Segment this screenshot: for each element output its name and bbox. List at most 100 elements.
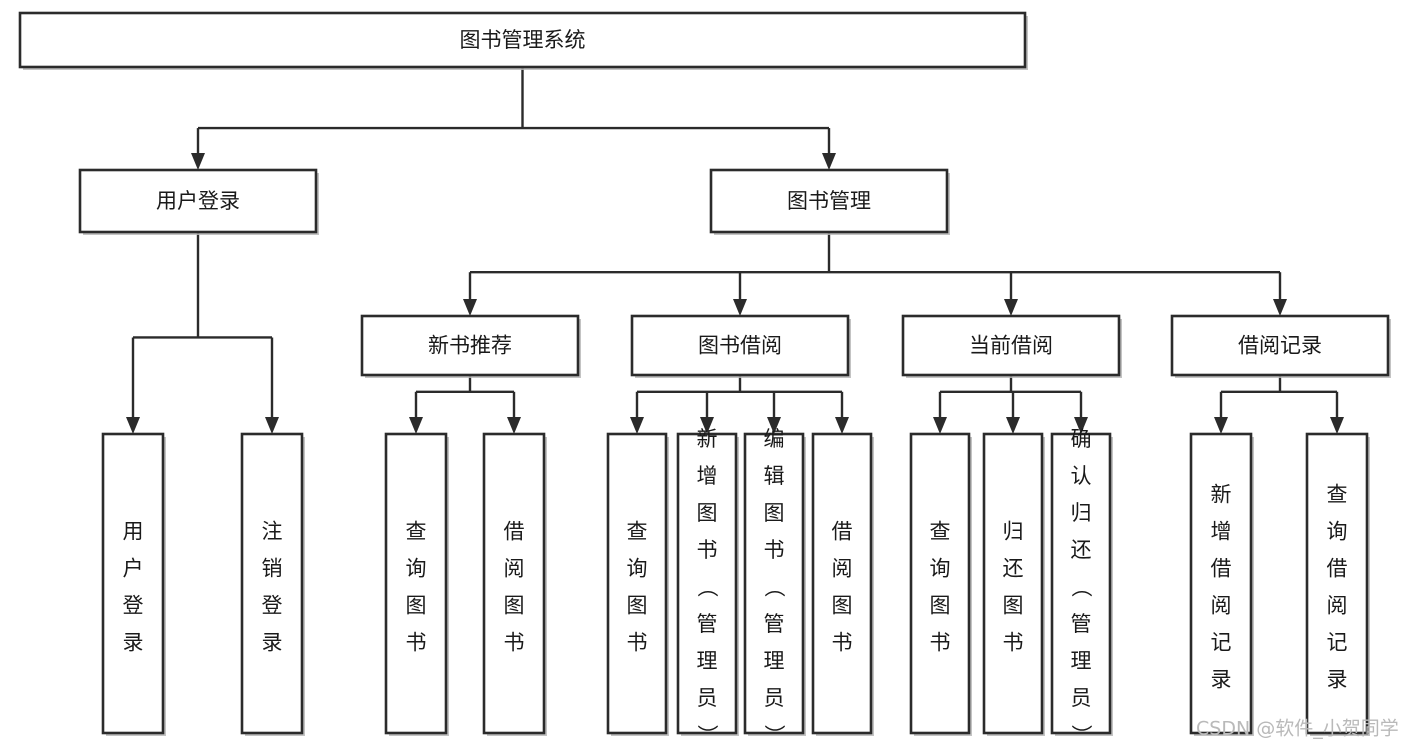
edge-borrow-record-query-arrowhead [1330, 417, 1344, 434]
edge-group-book-manage [463, 232, 1287, 316]
node-box-leaf-query-book-cur[interactable] [909, 432, 971, 735]
svg-text:（: （ [1069, 576, 1093, 597]
svg-text:询: 询 [627, 556, 648, 580]
node-label-current-borrow: 当前借阅 [969, 334, 1053, 358]
node-box-leaf-return-book[interactable] [982, 432, 1044, 735]
svg-text:查: 查 [627, 519, 648, 543]
edge-book-manage-new-book-rec-arrowhead [463, 299, 477, 316]
edge-group-root [191, 67, 836, 170]
svg-text:借: 借 [504, 519, 525, 543]
svg-text:图: 图 [832, 593, 853, 617]
node-current-borrow[interactable]: 当前借阅 [901, 314, 1122, 378]
node-box-book-borrow[interactable] [630, 314, 850, 377]
svg-text:询: 询 [406, 556, 427, 580]
svg-text:理: 理 [1071, 649, 1092, 673]
svg-text:借: 借 [1327, 556, 1348, 580]
node-user-login[interactable]: 用户登录 [78, 168, 319, 235]
node-box-borrow-record[interactable] [1170, 314, 1390, 377]
node-new-book-rec[interactable]: 新书推荐 [360, 314, 581, 378]
node-book-borrow[interactable]: 图书借阅 [630, 314, 851, 378]
edge-book-borrow-borrow-arrowhead [835, 417, 849, 434]
node-box-book-manage[interactable] [709, 168, 949, 234]
node-box-leaf-user-logout[interactable] [240, 432, 304, 735]
node-borrow-record[interactable]: 借阅记录 [1170, 314, 1391, 378]
node-box-new-book-rec[interactable] [360, 314, 580, 377]
svg-text:认: 认 [1071, 464, 1092, 488]
svg-text:录: 录 [123, 630, 144, 654]
svg-text:（: （ [695, 576, 719, 597]
svg-text:员: 员 [1071, 686, 1092, 710]
node-box-leaf-borrow-book-rec[interactable] [482, 432, 546, 735]
edge-current-borrow-return-arrowhead [1006, 417, 1020, 434]
svg-text:图: 图 [504, 593, 525, 617]
node-box-leaf-query-book-rec[interactable] [384, 432, 448, 735]
svg-text:新: 新 [1211, 482, 1232, 506]
svg-text:录: 录 [1211, 667, 1232, 691]
node-box-leaf-edit-book[interactable] [743, 432, 805, 735]
edge-book-manage-book-borrow-arrowhead [733, 299, 747, 316]
svg-text:书: 书 [627, 630, 648, 654]
edge-current-borrow-confirm-arrowhead [1074, 417, 1088, 434]
node-root[interactable]: 图书管理系统 [18, 11, 1028, 70]
edge-current-borrow-query-arrowhead [933, 417, 947, 434]
svg-text:书: 书 [406, 630, 427, 654]
node-box-leaf-query-borrow-record[interactable] [1305, 432, 1369, 735]
svg-text:查: 查 [930, 519, 951, 543]
svg-text:管: 管 [1071, 612, 1092, 636]
edge-borrow-record-add-arrowhead [1214, 417, 1228, 434]
svg-text:新: 新 [697, 427, 718, 451]
svg-text:增: 增 [1211, 519, 1232, 543]
node-box-leaf-borrow-book[interactable] [811, 432, 873, 735]
node-box-leaf-add-book[interactable] [676, 432, 738, 735]
svg-text:阅: 阅 [832, 556, 853, 580]
svg-text:记: 记 [1327, 630, 1348, 654]
node-box-leaf-add-borrow-record[interactable] [1189, 432, 1253, 735]
svg-text:理: 理 [697, 649, 718, 673]
node-box-user-login[interactable] [78, 168, 318, 234]
svg-text:借: 借 [832, 519, 853, 543]
svg-text:图: 图 [627, 593, 648, 617]
node-label-borrow-record: 借阅记录 [1238, 334, 1322, 358]
svg-text:录: 录 [262, 630, 283, 654]
node-leaf-user-login[interactable]: 用户登录 [101, 432, 166, 736]
node-box-leaf-query-book-borrow[interactable] [606, 432, 668, 735]
edge-new-book-rec-query-arrowhead [409, 417, 423, 434]
svg-text:书: 书 [504, 630, 525, 654]
node-box-root[interactable] [18, 11, 1027, 69]
svg-text:还: 还 [1071, 538, 1092, 562]
svg-text:辑: 辑 [764, 464, 785, 488]
svg-text:录: 录 [1327, 667, 1348, 691]
svg-text:阅: 阅 [1327, 593, 1348, 617]
edge-book-borrow-edit-arrowhead [767, 417, 781, 434]
edges-layer [126, 67, 1344, 434]
node-box-leaf-user-login[interactable] [101, 432, 165, 735]
edge-new-book-rec-borrow-arrowhead [507, 417, 521, 434]
edge-book-manage-borrow-record-arrowhead [1273, 299, 1287, 316]
node-label-new-book-rec: 新书推荐 [428, 334, 512, 358]
node-box-current-borrow[interactable] [901, 314, 1121, 377]
node-book-manage[interactable]: 图书管理 [709, 168, 950, 235]
edge-group-user-login [126, 232, 279, 434]
edge-book-manage-current-borrow-arrowhead [1004, 299, 1018, 316]
svg-text:登: 登 [262, 593, 283, 617]
svg-text:）: ） [695, 724, 719, 745]
node-box-leaf-confirm-return[interactable] [1050, 432, 1112, 735]
